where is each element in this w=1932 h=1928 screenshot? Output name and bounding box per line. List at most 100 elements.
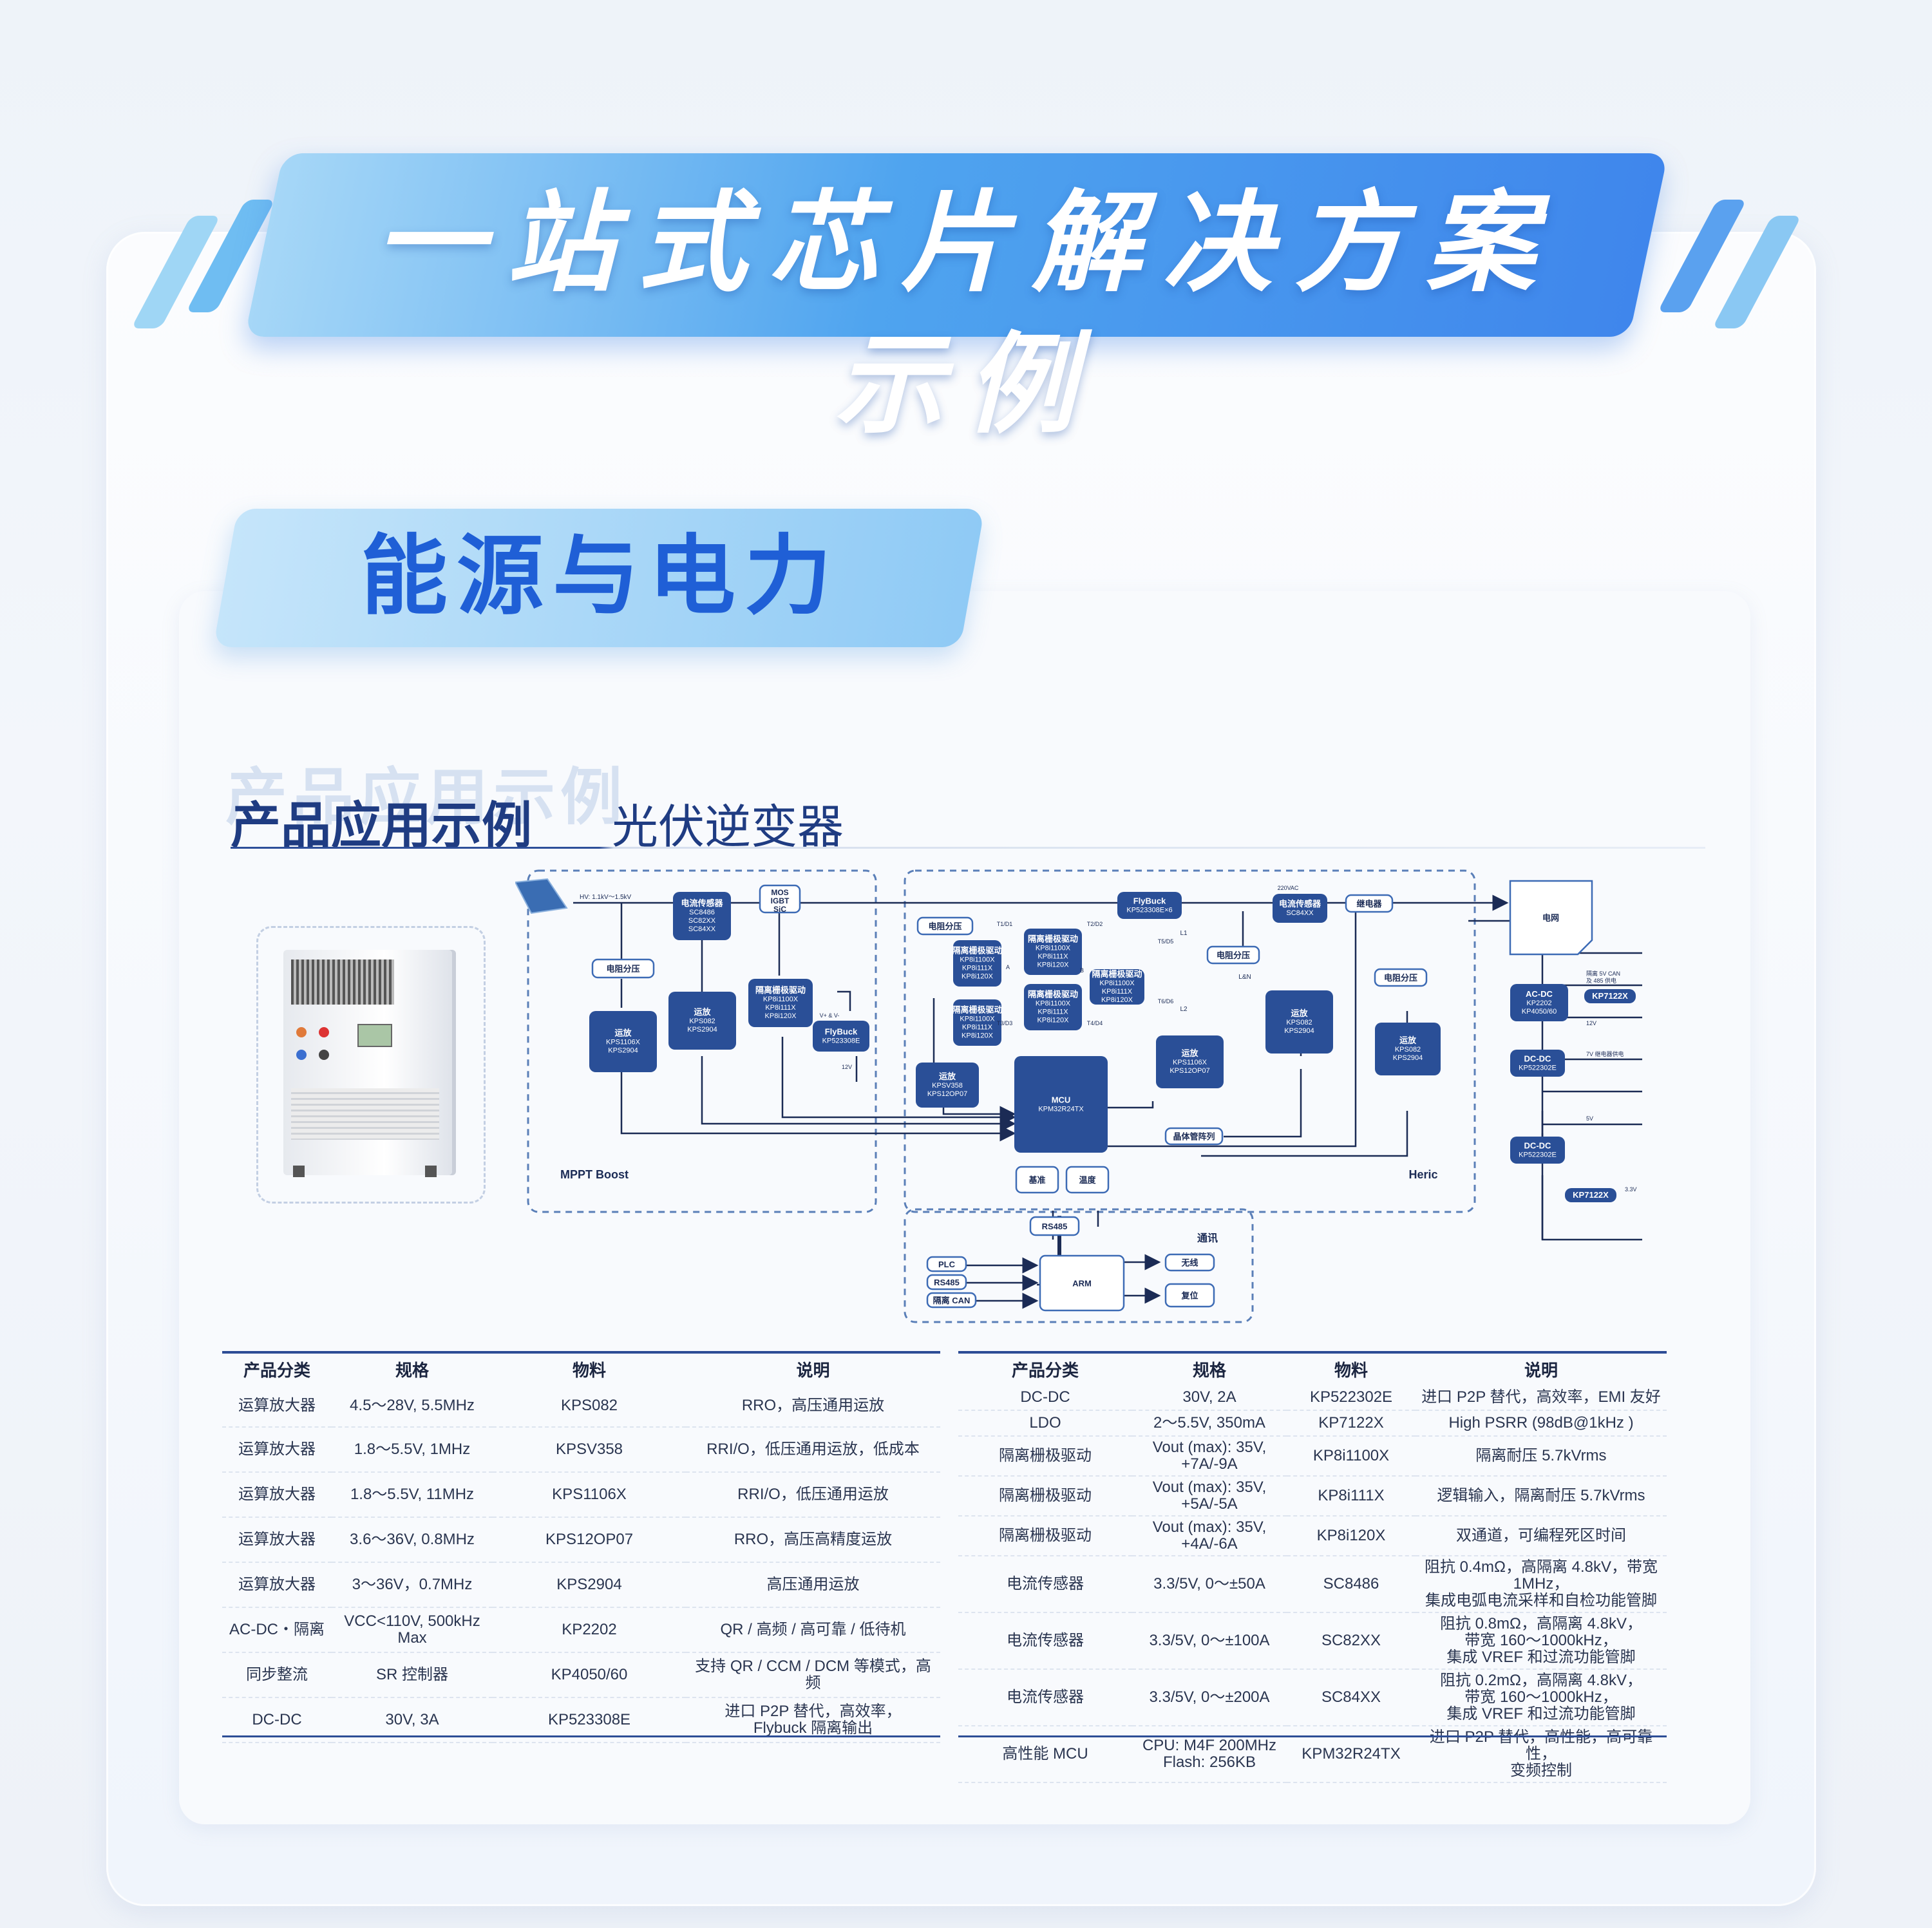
table-cell: DC-DC [958, 1385, 1132, 1411]
application-name: 光伏逆变器 [612, 802, 844, 853]
current-sensor-block-text: 电流传感器 [681, 898, 723, 908]
table-cell: 30V, 2A [1132, 1385, 1287, 1411]
divider [231, 847, 1705, 849]
table-cell: 阻抗 0.8mΩ，高隔离 4.8kV，带宽 160～1000kHz，集成 VRE… [1416, 1612, 1667, 1670]
table-cell: 支持 QR / CCM / DCM 等模式，高频 [686, 1652, 940, 1698]
opamp-block-text: 运放 [694, 1007, 711, 1017]
table-cell: 3.3/5V, 0～±100A [1132, 1612, 1287, 1670]
table-cell: KP2202 [493, 1607, 686, 1653]
flybuck-block-text: KP523308E [822, 1037, 860, 1045]
grid-label: 电网 [1542, 913, 1559, 923]
col-header: 产品分类 [1011, 1360, 1079, 1380]
opamp-block [1156, 1035, 1224, 1088]
col-header: 规格 [395, 1360, 429, 1380]
gate-driver-block-text: 隔离栅极驱动 [952, 1005, 1002, 1015]
rs485-block [1029, 1216, 1080, 1236]
gate-driver-block-text: KP8i1100X [1036, 1000, 1071, 1008]
mcu-block [1014, 1056, 1108, 1153]
arm-block-text: ARM [1072, 1279, 1092, 1289]
ldo-block [1584, 989, 1636, 1003]
opamp-block-text: 运放 [614, 1028, 632, 1038]
table-cell: 高压通用运放 [686, 1562, 940, 1608]
table-cell: KPS082 [493, 1385, 686, 1428]
table-cell: 逻辑输入，隔离耐压 5.7kVrms [1416, 1476, 1667, 1517]
opamp-block-text: KPS12OP07 [927, 1090, 967, 1098]
gate-driver-block-text: KP8i111X [765, 1004, 796, 1012]
current-sensor-block-text: SC84XX [1286, 909, 1314, 917]
table-cell: SC82XX [1287, 1612, 1416, 1670]
gate-driver-block-text: KP8i1100X [960, 1016, 995, 1023]
table-cell: 隔离栅极驱动 [958, 1436, 1132, 1477]
table-cell: KPS1106X [493, 1472, 686, 1518]
col-header: 说明 [796, 1360, 830, 1380]
rail-label: 12V [842, 1064, 852, 1070]
gate-driver-block-text: KP8i111X [1102, 988, 1133, 996]
temperature-block-text: 温度 [1079, 1175, 1096, 1185]
dcdc-block-text: KP522302E [1519, 1064, 1557, 1072]
temperature-block [1065, 1166, 1110, 1194]
rs485-block [926, 1274, 967, 1290]
table-cell: 1.8～5.5V, 1MHz [332, 1427, 493, 1473]
table-cell: QR / 高频 / 高可靠 / 低待机 [686, 1607, 940, 1653]
opamp-block-text: KPS082 [1286, 1019, 1312, 1026]
table-cell: 隔离耐压 5.7kVrms [1416, 1436, 1667, 1477]
acdc-block-text: AC-DC [1526, 989, 1553, 999]
table-cell: KP8i111X [1287, 1476, 1416, 1517]
opamp-block [1265, 990, 1333, 1054]
gate-driver-block-text: KP8i1100X [1036, 945, 1071, 952]
resistor-divider-block-text: 电阻分压 [606, 964, 639, 974]
transistor-array-block-text: 晶体管阵列 [1173, 1132, 1215, 1142]
rs485-block-text: RS485 [934, 1278, 960, 1287]
flybuck-block-text: FlyBuck [1133, 896, 1166, 906]
table-cell: 运算放大器 [222, 1472, 332, 1518]
table-cell: KPS12OP07 [493, 1517, 686, 1563]
resistor-divider-block-text: 电阻分压 [1384, 973, 1417, 983]
dcdc-block-text: DC-DC [1524, 1141, 1551, 1151]
opamp-block-text: KPS2904 [687, 1026, 717, 1034]
switch-label: T6/D6 [1158, 998, 1174, 1005]
opamp-block [916, 1063, 979, 1108]
pv-voltage-label: HV: 1.1kV～1.5kV [580, 894, 632, 901]
gate-driver-block-text: KP8i120X [1101, 996, 1133, 1004]
line-label: L&N [1238, 974, 1251, 981]
table-cell: Vout (max): 35V,+4A/-6A [1132, 1516, 1287, 1556]
table-cell: 高性能 MCU [958, 1726, 1132, 1783]
gate-driver-block-text: KP8i111X [962, 1024, 993, 1032]
grid-block [1509, 880, 1593, 956]
switch-device-block [759, 884, 801, 914]
opamp-block-text: KPS2904 [1393, 1054, 1423, 1062]
dcdc-block [1510, 1137, 1565, 1164]
gate-driver-block [748, 979, 813, 1027]
gate-driver-block-text: KP8i1100X [763, 996, 799, 1003]
region-label: Heric [1408, 1168, 1437, 1181]
wireless-block-text: 无线 [1180, 1258, 1198, 1268]
resistor-divider-block [591, 958, 655, 979]
gate-driver-block-text: KP8i1100X [1099, 979, 1135, 987]
mcu-block-text: KPM32R24TX [1038, 1106, 1084, 1113]
switch-label: T4/D4 [1087, 1020, 1103, 1026]
rail-label: 及 485 供电 [1586, 977, 1616, 984]
resistor-divider-block [916, 916, 974, 936]
table-cell: 进口 P2P 替代，高性能，高可靠性，变频控制 [1416, 1726, 1667, 1783]
gate-driver-block [1024, 984, 1082, 1030]
opamp-block-text: 运放 [939, 1072, 956, 1081]
opamp-block [668, 992, 736, 1050]
block-diagram: HV: 1.1kV～1.5kV电阻分压运放KPS1106XKPS2904电流传感… [515, 869, 1642, 1323]
table-cell: 1.8～5.5V, 11MHz [332, 1472, 493, 1518]
table-cell: 进口 P2P 替代，高效率，EMI 友好 [1416, 1385, 1667, 1411]
current-sensor-block-text: SC82XX [688, 917, 716, 925]
plc-block [926, 1256, 967, 1272]
table-cell: SR 控制器 [332, 1652, 493, 1698]
current-sensor-block-text: SC84XX [688, 925, 716, 933]
table-cell: 隔离栅极驱动 [958, 1516, 1132, 1556]
opamp-block [1375, 1023, 1441, 1075]
plc-block-text: PLC [938, 1260, 956, 1269]
